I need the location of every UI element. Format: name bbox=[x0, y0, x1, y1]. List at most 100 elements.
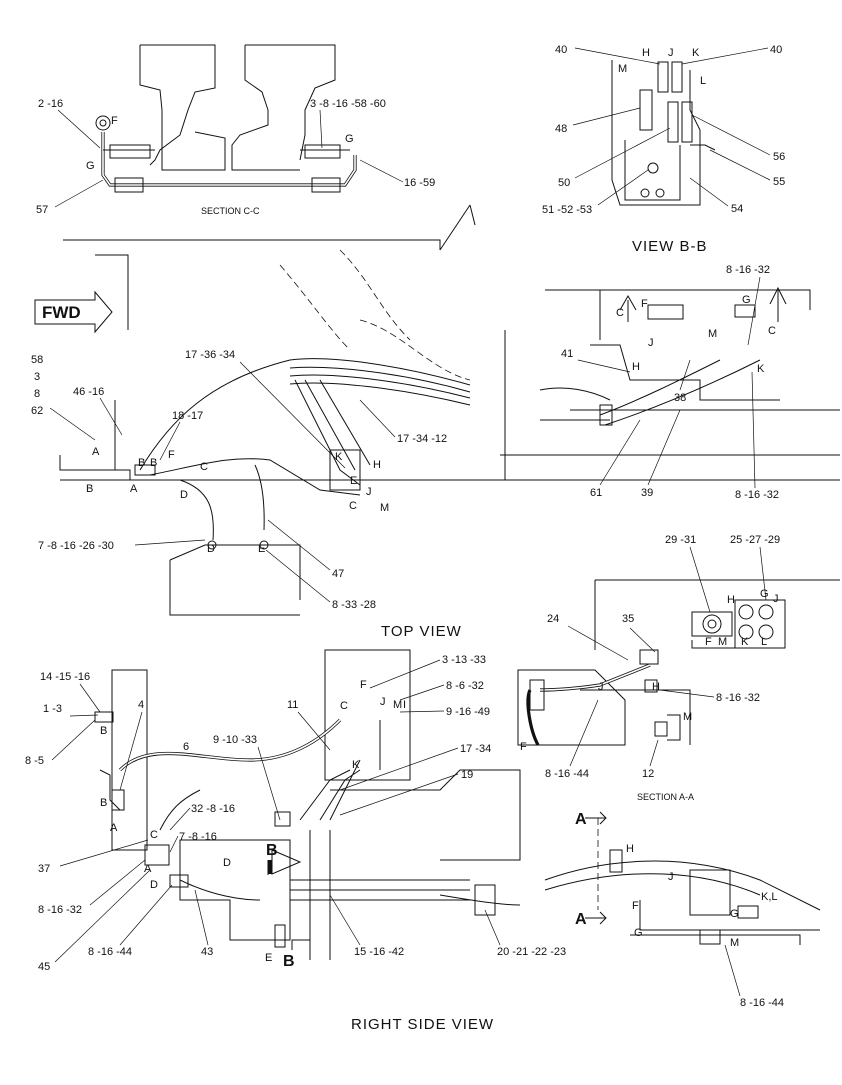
fittings-letter-j: J bbox=[773, 593, 779, 605]
rsv-detail-letter-kl: K,L bbox=[761, 891, 778, 903]
rsv-letter-f: F bbox=[360, 679, 367, 691]
section-aa-callout-12: 12 bbox=[642, 768, 654, 780]
top-view-letter-d1: D bbox=[180, 489, 188, 501]
top-view-letter-k1: K bbox=[757, 363, 765, 375]
section-cc-letter-g1: G bbox=[86, 160, 95, 172]
rsv-callout-8-6-32: 8 -6 -32 bbox=[446, 680, 484, 692]
top-view-letter-c3: C bbox=[200, 461, 208, 473]
fittings-detail: 29 -31 25 -27 -29 H G J F M K L bbox=[594, 534, 840, 650]
rsv-callout-9-10-33: 9 -10 -33 bbox=[213, 734, 257, 746]
view-bb-callout-8: 54 bbox=[731, 203, 743, 215]
section-aa-letter-m: M bbox=[683, 711, 692, 723]
rsv-detail-section-a-2: A bbox=[575, 911, 587, 928]
rsv-letter-k: K bbox=[352, 759, 360, 771]
view-bb-callout-4: 56 bbox=[773, 151, 785, 163]
section-cc-callout-2: 3 -8 -16 -58 -60 bbox=[310, 98, 386, 110]
section-cc-view: 2 -16 3 -8 -16 -58 -60 57 16 -59 F G G S… bbox=[36, 44, 435, 216]
view-bb: 40 40 48 56 50 55 51 -52 -53 54 H J K M … bbox=[542, 44, 785, 255]
view-bb-letter-j: J bbox=[668, 47, 674, 59]
rsv-callout-4: 4 bbox=[138, 699, 144, 711]
view-bb-letter-m: M bbox=[618, 63, 627, 75]
section-aa-letter-h: H bbox=[652, 681, 660, 693]
view-bb-callout-6: 55 bbox=[773, 176, 785, 188]
section-cc-callout-1: 2 -16 bbox=[38, 98, 63, 110]
rsv-callout-8-16-44: 8 -16 -44 bbox=[88, 946, 132, 958]
top-view-letter-e2: E bbox=[258, 543, 265, 555]
top-view-letter-g: G bbox=[742, 294, 751, 306]
right-side-view: 14 -15 -16 1 -3 8 -5 4 6 11 3 -13 -33 8 … bbox=[25, 649, 821, 1033]
section-cc-letter-g2: G bbox=[345, 133, 354, 145]
top-view-letter-c1: C bbox=[616, 307, 624, 319]
rsv-letter-e: E bbox=[265, 952, 272, 964]
right-side-view-title: RIGHT SIDE VIEW bbox=[351, 1016, 494, 1033]
top-view-letter-k2: K bbox=[335, 451, 343, 463]
top-view-callout-17-34-12: 17 -34 -12 bbox=[397, 433, 447, 445]
top-view-letter-f: F bbox=[641, 298, 648, 310]
rsv-callout-7-8-16: 7 -8 -16 bbox=[179, 831, 217, 843]
rsv-detail-section-a-1: A bbox=[575, 811, 587, 828]
section-aa-callout-8-16-44: 8 -16 -44 bbox=[545, 768, 589, 780]
top-view-callout-38: 38 bbox=[674, 392, 686, 404]
view-bb-callout-7: 51 -52 -53 bbox=[542, 204, 592, 216]
top-view-callout-39: 39 bbox=[641, 487, 653, 499]
rsv-callout-45: 45 bbox=[38, 961, 50, 973]
rsv-callout-20-21-22-23: 20 -21 -22 -23 bbox=[497, 946, 566, 958]
rsv-section-b-label-2: B bbox=[283, 953, 295, 970]
rsv-callout-1-3: 1 -3 bbox=[43, 703, 62, 715]
top-view-callout-62: 62 bbox=[31, 405, 43, 417]
view-bb-callout-5: 50 bbox=[558, 177, 570, 189]
top-view-letter-j1: J bbox=[648, 337, 654, 349]
top-view-callout-8-33-28: 8 -33 -28 bbox=[332, 599, 376, 611]
top-view-letter-h1: H bbox=[632, 361, 640, 373]
top-view-letter-j2: J bbox=[366, 486, 372, 498]
top-view-callout-8: 8 bbox=[34, 388, 40, 400]
rsv-section-b-label-1: B bbox=[266, 842, 278, 859]
rsv-letter-b1: B bbox=[100, 725, 107, 737]
rsv-callout-43: 43 bbox=[201, 946, 213, 958]
section-cc-title: SECTION C-C bbox=[201, 206, 260, 216]
rsv-detail-letter-m: M bbox=[730, 937, 739, 949]
fwd-arrow-label: FWD bbox=[42, 303, 81, 322]
fittings-letter-k: K bbox=[741, 636, 749, 648]
top-view-letter-e1: E bbox=[350, 475, 357, 487]
rsv-callout-9-16-49: 9 -16 -49 bbox=[446, 706, 490, 718]
rsv-callout-19: 19 bbox=[461, 769, 473, 781]
top-view-letter-f2: F bbox=[168, 449, 175, 461]
rsv-letter-i: I bbox=[403, 699, 406, 711]
rsv-callout-17-34: 17 -34 bbox=[460, 743, 491, 755]
fittings-letter-f: F bbox=[705, 636, 712, 648]
top-view-callout-18-17: 18 -17 bbox=[172, 410, 203, 422]
view-bb-letter-h: H bbox=[642, 47, 650, 59]
rsv-letter-c2: C bbox=[150, 829, 158, 841]
rsv-detail-letter-g1: G bbox=[730, 908, 739, 920]
top-view-letter-b1: B bbox=[138, 457, 145, 469]
top-view-letter-h2: H bbox=[373, 459, 381, 471]
rsv-letter-m: M bbox=[393, 699, 402, 711]
top-view-letter-d2: D bbox=[207, 543, 215, 555]
fittings-callout-29-31: 29 -31 bbox=[665, 534, 696, 546]
top-view-callout-47: 47 bbox=[332, 568, 344, 580]
rsv-letter-a2: A bbox=[144, 863, 152, 875]
rsv-letter-j: J bbox=[380, 696, 386, 708]
top-view-callout-58: 58 bbox=[31, 354, 43, 366]
rsv-callout-6: 6 bbox=[183, 741, 189, 753]
rsv-letter-a1: A bbox=[110, 822, 118, 834]
rsv-callout-3-13-33: 3 -13 -33 bbox=[442, 654, 486, 666]
rsv-callout-8-5: 8 -5 bbox=[25, 755, 44, 767]
fittings-callout-25-27-29: 25 -27 -29 bbox=[730, 534, 780, 546]
section-cc-callout-4: 16 -59 bbox=[404, 177, 435, 189]
top-view: FWD 58 3 8 62 46 -16 18 -17 17 -36 -34 1… bbox=[31, 204, 840, 640]
section-aa-letter-f: F bbox=[520, 741, 527, 753]
rsv-callout-32-8-16: 32 -8 -16 bbox=[191, 803, 235, 815]
section-aa-callout-35: 35 bbox=[622, 613, 634, 625]
rsv-callout-37: 37 bbox=[38, 863, 50, 875]
rsv-callout-8-16-32: 8 -16 -32 bbox=[38, 904, 82, 916]
top-view-letter-c4: C bbox=[349, 500, 357, 512]
top-view-letter-c2: C bbox=[768, 325, 776, 337]
top-view-callout-41: 41 bbox=[561, 348, 573, 360]
top-view-callout-8-16-32-top: 8 -16 -32 bbox=[726, 264, 770, 276]
view-bb-letter-l: L bbox=[700, 75, 706, 87]
rsv-letter-b2: B bbox=[100, 797, 107, 809]
section-aa-callout-8-16-32: 8 -16 -32 bbox=[716, 692, 760, 704]
rsv-callout-8-16-44-right: 8 -16 -44 bbox=[740, 997, 784, 1009]
